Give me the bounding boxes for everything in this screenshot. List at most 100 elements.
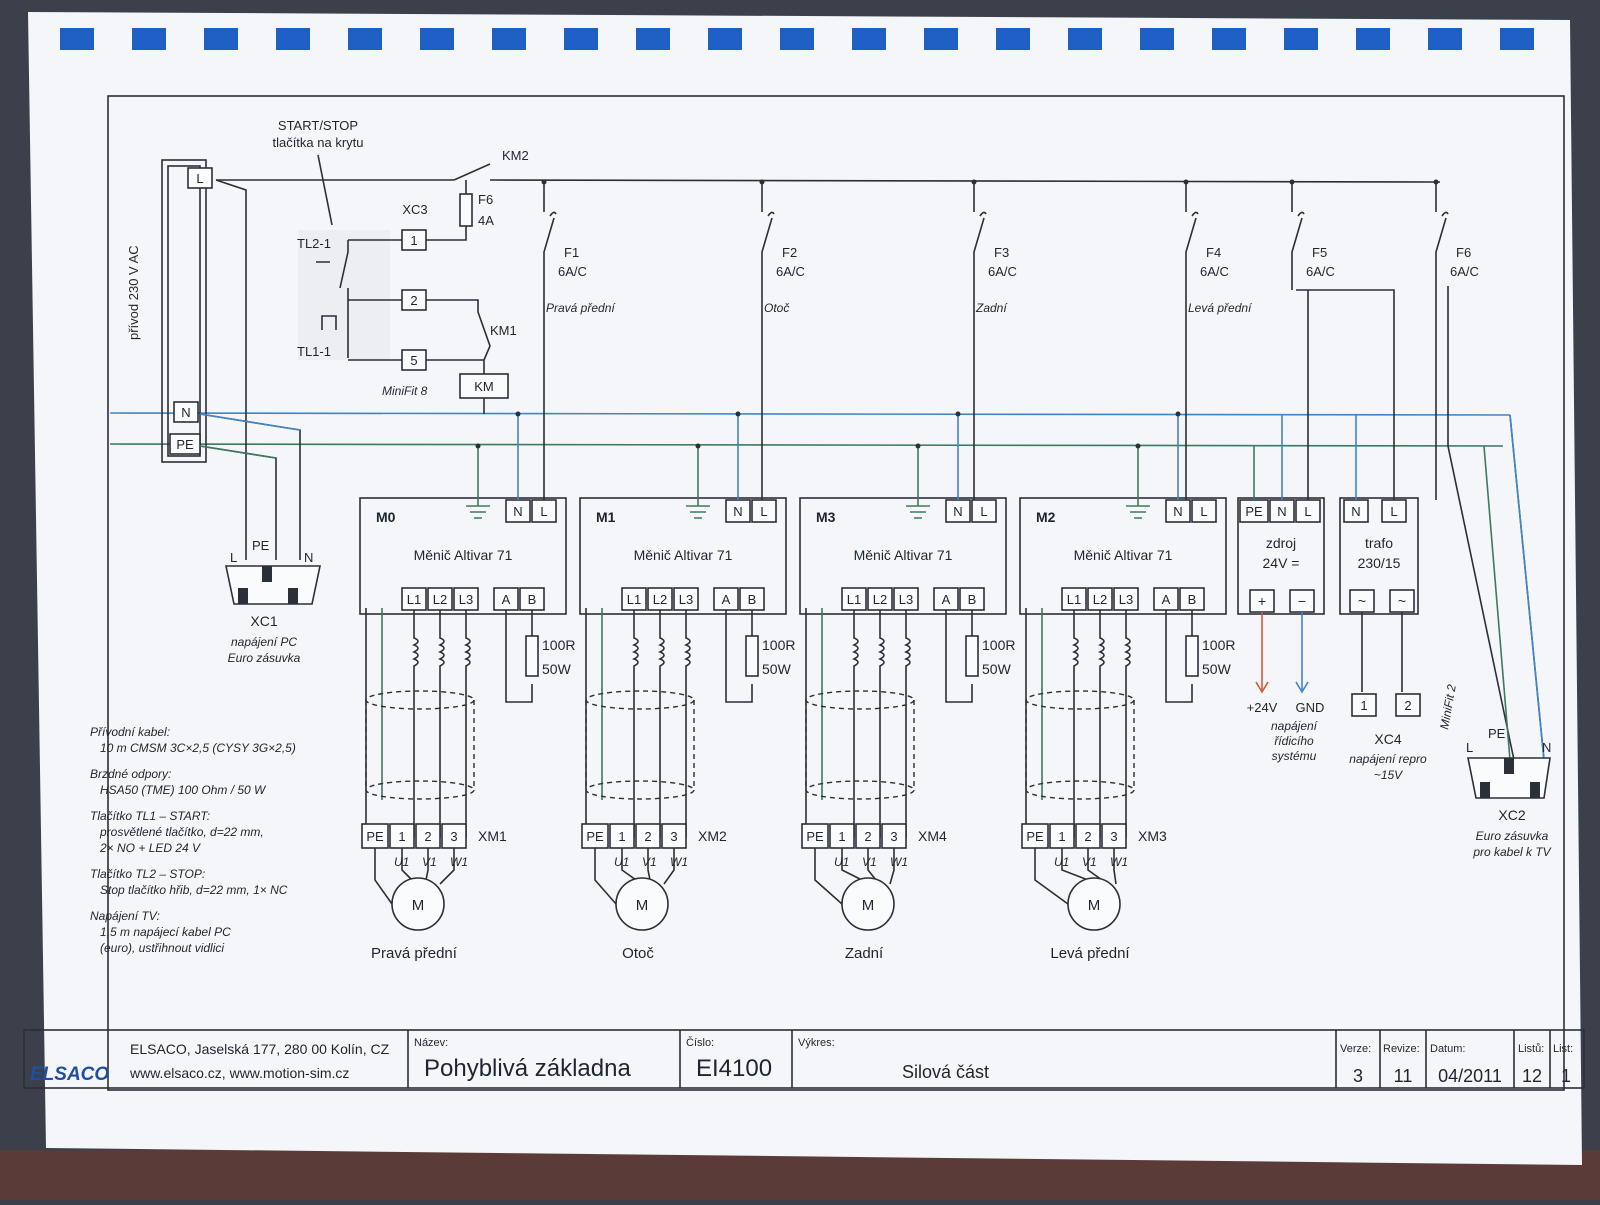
elsaco-logo: ELSACO (30, 1064, 109, 1085)
terminal-pe-label: PE (176, 437, 194, 452)
drive-out-label: L3 (1119, 592, 1133, 607)
binding-ring (924, 28, 958, 50)
trafo-term-l-label: L (1390, 504, 1397, 519)
breaker-rating: 6A/C (558, 264, 587, 279)
conn-pin-label: 1 (1058, 829, 1065, 844)
motor-letter: M (1088, 897, 1101, 914)
title-block: ELSACO ELSACO, Jaselská 177, 280 00 Kolí… (23, 1029, 1585, 1089)
drive-title: Měnič Altivar 71 (1074, 547, 1173, 563)
note-title: Přívodní kabel: (90, 725, 170, 739)
drive-term-l-label: L (980, 504, 987, 519)
xc2-n-feed (1509, 414, 1545, 761)
phase-conductor (852, 610, 859, 838)
cable-shield-sides (365, 700, 475, 790)
drive-box (579, 497, 787, 615)
junction-dot (735, 411, 741, 417)
drive-out-label: L1 (1067, 592, 1081, 607)
breaker-name: F6 (1456, 245, 1471, 260)
junction-dot (695, 443, 701, 449)
psu-out-plus-label: + (1258, 593, 1266, 609)
tl1-label: TL1-1 (297, 344, 331, 359)
version-value: 3 (1353, 1066, 1363, 1086)
xc2-desc-2: pro kabel k TV (1472, 845, 1551, 859)
junction-dot (915, 443, 921, 449)
breaker-rating: 6A/C (988, 264, 1017, 279)
note-line: HSA50 (TME) 100 Ohm / 50 W (100, 783, 267, 797)
conn-pin (389, 823, 415, 849)
breaker-f5-contact (1291, 182, 1303, 290)
conn-pin-label: 3 (670, 829, 677, 844)
xc4-pin-2 (1395, 693, 1421, 717)
breaker-name: F5 (1312, 245, 1327, 260)
phase-conductor (878, 610, 885, 838)
breaker-note: Otoč (764, 301, 789, 315)
sheet-label: List: (1553, 1043, 1573, 1055)
xc1-pin-l-label: L (230, 550, 237, 565)
start-stop-subtitle: tlačítka na krytu (272, 135, 363, 150)
earth-symbol (1126, 446, 1150, 519)
phase-conductor (658, 610, 665, 838)
km-coil (459, 373, 509, 399)
phase-conductor (412, 610, 419, 838)
conn-pin (635, 823, 661, 849)
conn-pin (1049, 823, 1075, 849)
trafo-out-wires (1361, 612, 1403, 692)
note-line: prosvětlené tlačítko, d=22 mm, (99, 825, 264, 839)
junction-dot (955, 411, 961, 417)
psu-voltage: 24V = (1263, 555, 1300, 571)
psu-out-minus-label: − (1298, 593, 1306, 609)
note-title: Tlačítko TL2 – STOP: (90, 867, 205, 881)
resistor-power: 50W (542, 661, 572, 677)
drive-box (799, 497, 1007, 615)
resistor-value: 100R (542, 637, 575, 653)
resistor-value: 100R (762, 637, 795, 653)
sheets-label: Listů: (1518, 1043, 1544, 1055)
trafo-title: trafo (1365, 535, 1393, 551)
xc1-pin-n-label: N (304, 550, 313, 565)
terminal-strip (161, 159, 207, 463)
psu-desc-2: řídicího (1274, 734, 1314, 748)
trafo-out-2-label: ~ (1398, 593, 1406, 609)
resistor-value: 100R (1202, 637, 1235, 653)
drive-title: Měnič Altivar 71 (414, 547, 513, 563)
xc1-pin-pe-label: PE (252, 538, 270, 553)
xc4-pin-2-label: 2 (1404, 698, 1411, 713)
phase-conductor (684, 610, 691, 838)
km2-contact (453, 163, 491, 181)
drive-brake-b-label: B (748, 592, 757, 607)
motor-symbol (1067, 877, 1121, 931)
note-line: 1,5 m napájecí kabel PC (100, 925, 231, 939)
psu-title: zdroj (1266, 535, 1296, 551)
xc1-pin-l (238, 588, 248, 604)
phase-conductor (438, 610, 445, 838)
breaker-f4-contact (1185, 182, 1197, 500)
binding-ring (60, 28, 94, 50)
binding-ring (132, 28, 166, 50)
brake-resistor (525, 635, 539, 677)
phase-conductor (1098, 610, 1105, 838)
drive-id: M1 (596, 509, 616, 525)
sheet-value: 1 (1561, 1066, 1571, 1086)
xc4-pin-1-label: 1 (1360, 698, 1367, 713)
xc2-pin-n (1530, 782, 1540, 798)
breaker-note: Zadní (975, 301, 1008, 315)
conn-pin-label: 2 (644, 829, 651, 844)
xc2-name: XC2 (1498, 807, 1525, 823)
motor-symbol (841, 877, 895, 931)
date-label: Datum: (1430, 1043, 1465, 1055)
binding-ring (708, 28, 742, 50)
conn-pin-label: 3 (450, 829, 457, 844)
conn-pin (661, 823, 687, 849)
junction-dot (475, 443, 481, 449)
psu-term-pe-label: PE (1245, 504, 1263, 519)
conn-pin-label: 2 (1084, 829, 1091, 844)
terminal-l (187, 167, 213, 189)
breaker-rating: 6A/C (1200, 264, 1229, 279)
connector-name: XM4 (918, 828, 947, 844)
xc1-pin-pe (262, 566, 272, 582)
xc1-name: XC1 (250, 613, 277, 629)
